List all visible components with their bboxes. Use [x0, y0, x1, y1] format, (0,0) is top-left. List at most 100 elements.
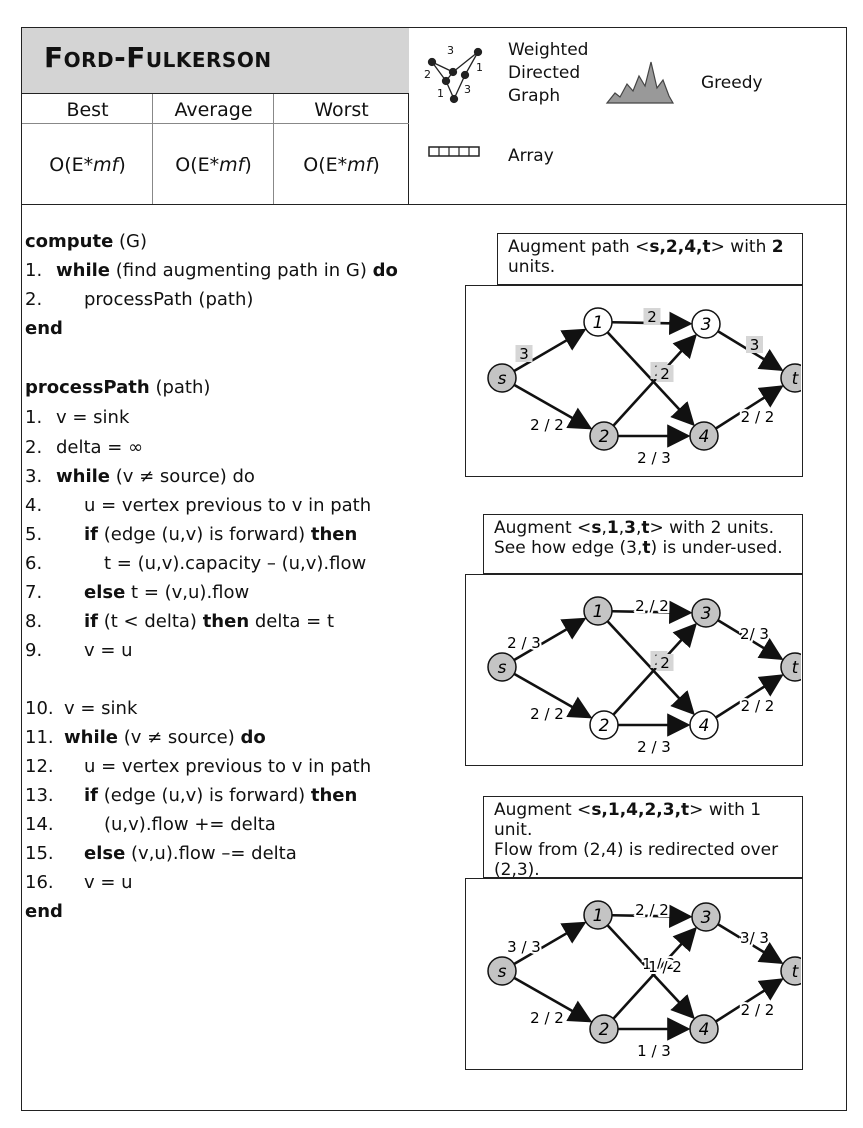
complexity-section: Ford-Fulkerson Best Average Worst O(E*mf… — [22, 28, 409, 204]
edge-label-shade — [643, 308, 661, 325]
edge-label-s1: 2 / 3 — [507, 634, 541, 652]
edge-label-13: 2 / 2 — [635, 597, 669, 615]
edge-label-23: 1 / 2 — [648, 958, 682, 976]
code-line: u = vertex previous to v in path — [84, 756, 372, 777]
code-line: if (edge (u,v) is forward) then — [84, 785, 358, 806]
node-label-t: t — [792, 369, 800, 389]
edge-label-s1: 3 — [519, 345, 529, 363]
line-number: 6. — [25, 553, 43, 574]
line-number: 14. — [25, 814, 54, 835]
node-4 — [689, 421, 719, 451]
edge-label-3t: 3/ 3 — [740, 929, 769, 947]
edge-3t — [717, 619, 784, 661]
edge-label-shade — [656, 365, 674, 382]
node-label-1: 1 — [593, 602, 604, 622]
node-label-3: 3 — [701, 604, 712, 624]
code-line: if (t < delta) then delta = t — [84, 611, 335, 632]
edge-4t — [715, 674, 784, 719]
node-label-3: 3 — [701, 908, 712, 928]
code-line: while (find augmenting path in G) do — [56, 260, 398, 281]
line-number: 7. — [25, 582, 43, 603]
node-label-s: s — [498, 962, 507, 982]
greedy-legend-label: Greedy — [701, 73, 763, 93]
node-4 — [689, 710, 719, 740]
algorithm-card: Ford-Fulkerson Best Average Worst O(E*mf… — [21, 27, 847, 1111]
header-worst: Worst — [314, 99, 369, 121]
node-label-2: 2 — [599, 1020, 610, 1040]
edge-23 — [612, 622, 697, 716]
node-3 — [691, 309, 721, 339]
title-bar: Ford-Fulkerson — [22, 28, 409, 94]
node-3 — [691, 598, 721, 628]
best-value: O(E*mf) — [49, 154, 126, 176]
line-number: 12. — [25, 756, 54, 777]
line-number: 5. — [25, 524, 43, 545]
node-label-s: s — [498, 658, 507, 678]
node-3 — [691, 902, 721, 932]
weighted-graph-icon: 3 2 1 1 3 — [424, 44, 483, 104]
line-number: 16. — [25, 872, 54, 893]
line-number: 3. — [25, 466, 43, 487]
line-number: 4. — [25, 495, 43, 516]
edge-label-14: 1 / 2 — [642, 955, 676, 973]
edge-3t — [717, 923, 784, 965]
node-label-2: 2 — [599, 716, 610, 736]
node-s — [487, 363, 517, 393]
node-label-1: 1 — [593, 906, 604, 926]
worst-value: O(E*mf) — [303, 154, 380, 176]
code-line: (u,v).flow += delta — [104, 814, 276, 835]
edge-label-4t: 2 / 2 — [741, 1001, 775, 1019]
node-label-t: t — [792, 962, 800, 982]
edge-label-s1: 3 / 3 — [507, 938, 541, 956]
compute-end: end — [25, 318, 63, 339]
compute-header: compute (G) — [25, 231, 148, 252]
node-label-4: 4 — [699, 427, 710, 447]
code-line: u = vertex previous to v in path — [84, 495, 372, 516]
node-label-3: 3 — [701, 315, 712, 335]
edge-23 — [612, 333, 697, 427]
node-1 — [583, 596, 613, 626]
code-line: while (v ≠ source) do — [64, 727, 266, 748]
node-2 — [589, 710, 619, 740]
node-2 — [589, 421, 619, 451]
edge-label-shade — [656, 654, 674, 671]
edge-23 — [612, 926, 697, 1020]
edge-label-13: 2 / 2 — [635, 901, 669, 919]
code-line: v = sink — [56, 407, 130, 428]
edge-s2 — [513, 383, 593, 430]
edge-s1 — [513, 921, 587, 966]
edge-s2 — [513, 672, 593, 719]
array-icon — [428, 146, 480, 157]
line-number: 15. — [25, 843, 54, 864]
code-line: t = (u,v).capacity – (u,v).flow — [104, 553, 367, 574]
node-2 — [589, 1014, 619, 1044]
edge-label-3t: 2/ 3 — [740, 625, 769, 643]
edge-label-13: 2 — [647, 308, 657, 326]
node-label-t: t — [792, 658, 800, 678]
edge-label-s2: 2 / 2 — [530, 705, 564, 723]
node-label-s: s — [498, 369, 507, 389]
code-line: v = u — [84, 640, 133, 661]
code-line: else (v,u).flow –= delta — [84, 843, 297, 864]
line-number: 1. — [25, 260, 43, 281]
edge-14 — [606, 331, 695, 427]
graph-icon-weight: 3 — [464, 83, 471, 96]
code-line: delta = ∞ — [56, 437, 144, 458]
line-number: 1. — [25, 407, 43, 428]
line-number: 13. — [25, 785, 54, 806]
edge-label-24: 1 / 3 — [637, 1042, 671, 1060]
edge-s1 — [513, 328, 587, 373]
graph-icon-weight: 3 — [447, 44, 454, 57]
edge-4t — [715, 978, 784, 1023]
process-path-header: processPath (path) — [25, 377, 211, 398]
edge-13 — [611, 904, 693, 929]
edge-s1 — [513, 617, 587, 662]
header-average: Average — [174, 99, 253, 121]
line-number: 2. — [25, 437, 43, 458]
line-number: 2. — [25, 289, 43, 310]
node-label-2: 2 — [599, 427, 610, 447]
graph-legend-label: Weighted Directed Graph — [508, 40, 589, 106]
